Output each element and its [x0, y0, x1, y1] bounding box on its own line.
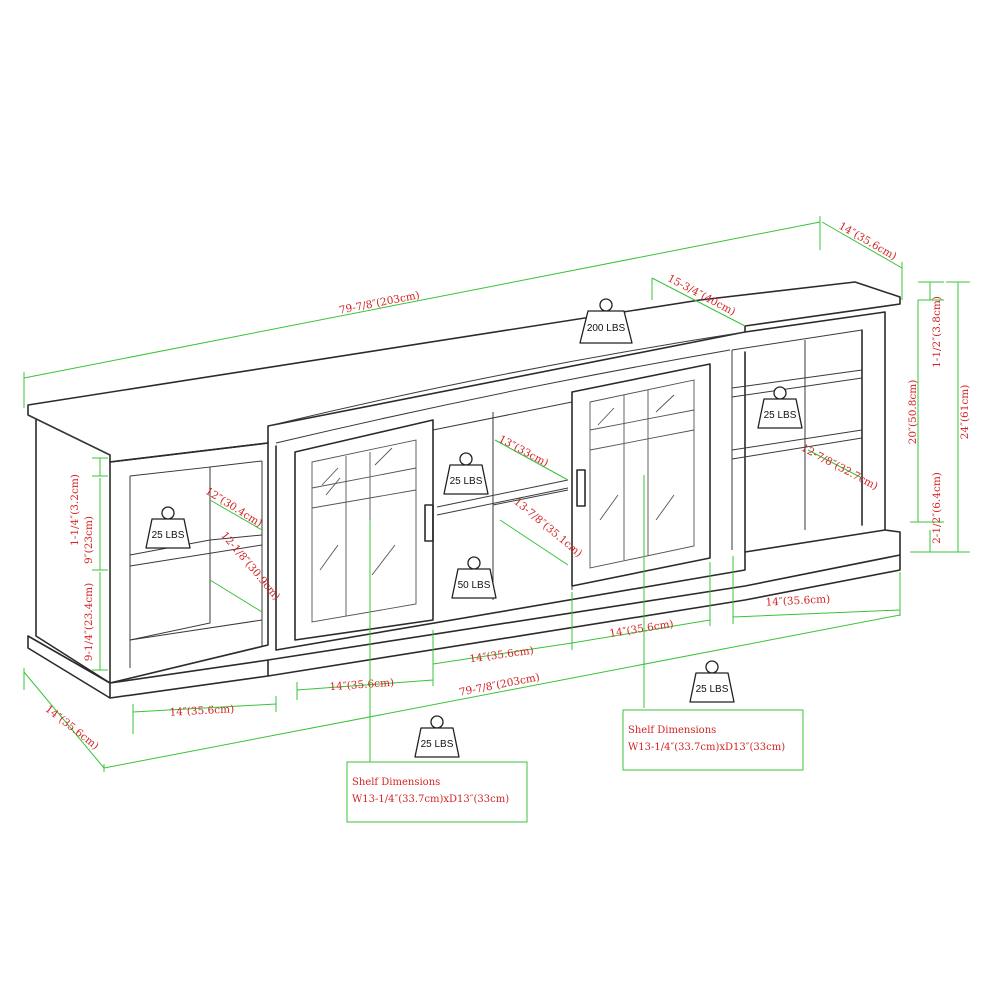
- dim-section-center: 14″(35.6cm): [469, 645, 535, 666]
- kettlebell-weight-icon: 50 LBS: [451, 556, 497, 599]
- dim-bottom-total-width: 79-7/8″(203cm): [458, 671, 541, 698]
- center-cabinet-body: [275, 351, 746, 651]
- dim-center-lower-depth: 13-7/8″(35.1cm): [511, 496, 584, 560]
- dim-section-left: 14″(35.6cm): [169, 703, 234, 718]
- svg-text:25 LBS: 25 LBS: [696, 684, 729, 695]
- shelf-box-right-title: Shelf Dimensions: [628, 725, 716, 736]
- center-opening: [432, 392, 573, 620]
- shelf-dimension-box-right: Shelf Dimensions W13-1/4″(33.7cm)xD13″(3…: [622, 709, 804, 771]
- svg-text:25 LBS: 25 LBS: [152, 530, 185, 541]
- left-lower-floor: [129, 619, 263, 641]
- dim-center-top-depth: 15-3/4″(40cm): [665, 272, 737, 318]
- center-top-front-edge: [267, 331, 746, 427]
- dim-left-upper-opening: 9″(23cm): [83, 516, 95, 564]
- right-upper-shelf: [731, 369, 863, 398]
- dim-top-thickness: 1-1/2″(3.8cm): [931, 296, 943, 368]
- kettlebell-weight-icon: 25 LBS: [414, 715, 460, 758]
- shelf-box-left-title: Shelf Dimensions: [352, 777, 440, 788]
- svg-text:25 LBS: 25 LBS: [421, 739, 454, 750]
- dim-side-shelf-height: 20″(50.8cm): [907, 380, 919, 445]
- weight-icons: 200 LBS 25 LBS 25 LBS 25 LBS 50 LBS 25 L…: [145, 298, 803, 758]
- kettlebell-weight-icon: 25 LBS: [757, 386, 803, 429]
- right-middle-shelf: [731, 429, 863, 460]
- kettlebell-weight-icon: 25 LBS: [443, 452, 489, 495]
- kettlebell-weight-icon: 200 LBS: [579, 298, 633, 344]
- dimension-lines: 79-7/8″(203cm) 14″(35.6cm) 15-3/4″(40cm)…: [23, 216, 971, 772]
- dim-top-depth: 14″(35.6cm): [836, 220, 898, 263]
- right-door-muntins: [589, 379, 695, 569]
- dim-left-top-thickness: 1-1/4″(3.2cm): [69, 474, 81, 546]
- dim-total-width: 79-7/8″(203cm): [338, 289, 421, 316]
- dim-right-shelf-depth: 12-7/8″(32.7cm): [799, 442, 880, 493]
- shelf-dimension-box-left: Shelf Dimensions W13-1/4″(33.7cm)xD13″(3…: [346, 761, 528, 823]
- svg-text:50 LBS: 50 LBS: [458, 580, 491, 591]
- dim-left-shelf-depth: 12″(30.4cm): [203, 485, 264, 529]
- top-slab: [27, 281, 901, 463]
- left-door-frame: [294, 419, 434, 641]
- dim-left-lower-opening: 9-1/4″(23.4cm): [83, 583, 95, 661]
- left-door-handle[interactable]: [424, 504, 434, 542]
- base-plinth: [27, 529, 901, 699]
- dim-total-height: 24″(61cm): [959, 385, 971, 440]
- svg-text:25 LBS: 25 LBS: [450, 476, 483, 487]
- kettlebell-weight-icon: 25 LBS: [145, 506, 191, 549]
- right-door-frame: [571, 363, 711, 587]
- dim-base-depth-left: 14″(35.6cm): [43, 703, 101, 752]
- dim-section-door-left: 14″(35.6cm): [329, 677, 394, 693]
- tv-stand-drawing: [27, 281, 901, 699]
- svg-text:200 LBS: 200 LBS: [587, 323, 626, 334]
- center-shelf: [436, 479, 569, 516]
- dim-center-shelf-depth: 13″(33cm): [496, 433, 550, 469]
- shelf-box-right-size: W13-1/4″(33.7cm)xD13″(33cm): [628, 742, 785, 753]
- dim-base-height: 2-1/2″(6.4cm): [931, 472, 943, 544]
- dim-section-door-right: 14″(35.6cm): [609, 618, 675, 640]
- center-back-wall: [492, 412, 569, 600]
- left-door-muntins: [311, 439, 417, 623]
- left-door-reflection: [319, 447, 396, 576]
- left-upper-shelf: [129, 534, 263, 567]
- right-door-reflection: [597, 394, 675, 521]
- svg-text:25 LBS: 25 LBS: [764, 410, 797, 421]
- top-slab-front-edge: [27, 414, 111, 456]
- right-door-handle[interactable]: [576, 469, 586, 507]
- dim-section-right: 14″(35.6cm): [765, 593, 830, 608]
- left-cabinet-body: [35, 419, 269, 684]
- kettlebell-weight-icon: 25 LBS: [689, 660, 735, 703]
- left-cabinet-inner: [129, 460, 263, 668]
- center-top-lower-edge: [275, 349, 731, 444]
- shelf-box-left-size: W13-1/4″(33.7cm)xD13″(33cm): [352, 794, 509, 805]
- right-cabinet-body: [744, 311, 886, 553]
